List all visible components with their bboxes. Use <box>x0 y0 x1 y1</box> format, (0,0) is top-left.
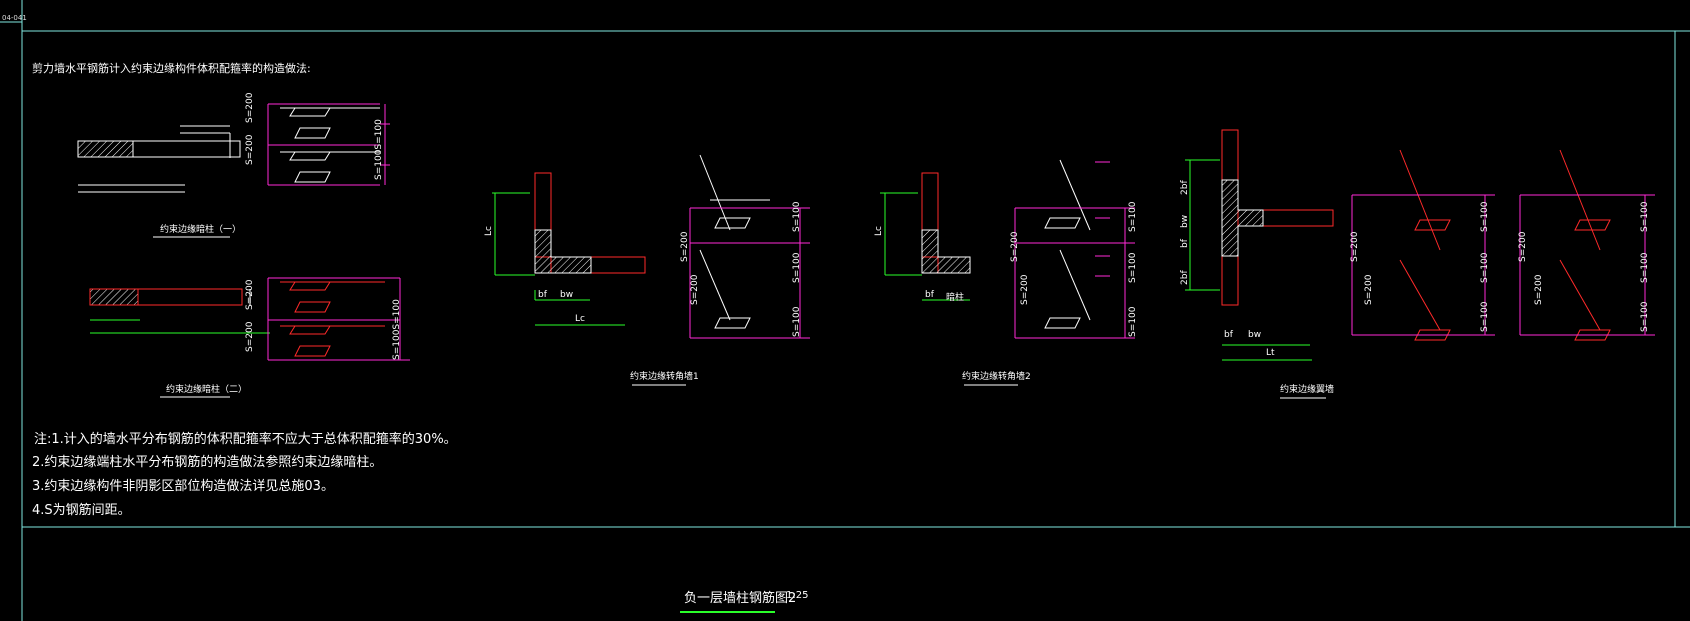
drawing-heading: 剪力墙水平钢筋计入约束边缘构件体积配箍率的构造做法: <box>32 62 311 75</box>
sheet-scale: 1:25 <box>786 590 809 601</box>
detail-3-drawing <box>492 154 810 386</box>
dim-label-s100: S=100 <box>1480 252 1490 283</box>
dim-label-lt: Lt <box>1266 348 1275 358</box>
caption-detail-2: 约束边缘暗柱（二） <box>166 385 248 395</box>
note-line-3: 3.约束边缘构件非阴影区部位构造做法详见总施03。 <box>32 479 334 494</box>
dim-label-s200: S=200 <box>1518 231 1528 262</box>
dim-label-s100: S=100 <box>1128 306 1138 337</box>
dim-label-bf: bf <box>925 290 934 300</box>
detail-2-drawing <box>89 277 410 398</box>
dim-label-bf: bf <box>538 290 547 300</box>
dim-label-s200: S=200 <box>245 279 255 310</box>
note-line-1: 注:1.计入的墙水平分布钢筋的体积配箍率不应大于总体积配箍率的30%。 <box>34 432 457 447</box>
dim-label-s100: S=100 <box>792 201 802 232</box>
dim-label-s200: S=200 <box>1010 231 1020 262</box>
dim-label-s200: S=200 <box>1364 274 1374 305</box>
dim-label-s200: S=200 <box>245 134 255 165</box>
caption-detail-1: 约束边缘暗柱（一） <box>160 225 242 235</box>
dim-label-lc: Lc <box>575 314 585 324</box>
caption-detail-5: 约束边缘翼墙 <box>1280 385 1335 395</box>
detail-1-drawing <box>77 103 390 238</box>
dim-label-s200: S=200 <box>680 231 690 262</box>
sheet-title: 负一层墙柱钢筋图2 <box>684 591 797 606</box>
dim-label-s100: S=100 <box>1480 201 1490 232</box>
dim-label-s100: S=100 <box>792 306 802 337</box>
dim-label-s200: S=200 <box>245 321 255 352</box>
caption-detail-4: 约束边缘转角墙2 <box>962 372 1031 382</box>
dim-label-bf: bf <box>1224 330 1233 340</box>
dim-label-s100: S=100S=100 <box>374 119 384 180</box>
dim-label-s100: S=100 <box>1640 252 1650 283</box>
dim-label-bw: bw <box>1180 214 1190 228</box>
dim-label-bw: bw <box>1248 330 1262 340</box>
dim-label-s100: S=100S=100 <box>392 299 402 360</box>
dim-label-2bf: 2bf <box>1180 180 1190 195</box>
dim-label-s200: S=200 <box>690 274 700 305</box>
dim-label-s100: S=100 <box>792 252 802 283</box>
note-line-4: 4.S为钢筋间距。 <box>32 503 131 518</box>
dim-label-s200: S=200 <box>1534 274 1544 305</box>
detail-5-drawing <box>1185 129 1655 399</box>
dim-label-bf: bf <box>1180 239 1190 248</box>
detail-4-drawing <box>880 159 1135 386</box>
caption-detail-3: 约束边缘转角墙1 <box>630 372 699 382</box>
dim-label-jiadou: 暗柱 <box>946 293 965 303</box>
dim-label-s100: S=100 <box>1480 301 1490 332</box>
dim-label-lc: Lc <box>874 226 884 236</box>
dim-label-lc: Lc <box>484 226 494 236</box>
dim-label-s100: S=100 <box>1640 301 1650 332</box>
note-line-2: 2.约束边缘端柱水平分布钢筋的构造做法参照约束边缘暗柱。 <box>32 455 383 470</box>
dim-label-s100: S=100 <box>1128 201 1138 232</box>
dim-label-s200: S=200 <box>1020 274 1030 305</box>
dim-label-2bf: 2bf <box>1180 270 1190 285</box>
dim-label-s100: S=100 <box>1640 201 1650 232</box>
corner-tag: 04-041 <box>2 14 27 22</box>
dim-label-s100: S=100 <box>1128 252 1138 283</box>
dim-label-s200: S=200 <box>245 92 255 123</box>
dim-label-bw: bw <box>560 290 574 300</box>
dim-label-s200: S=200 <box>1350 231 1360 262</box>
